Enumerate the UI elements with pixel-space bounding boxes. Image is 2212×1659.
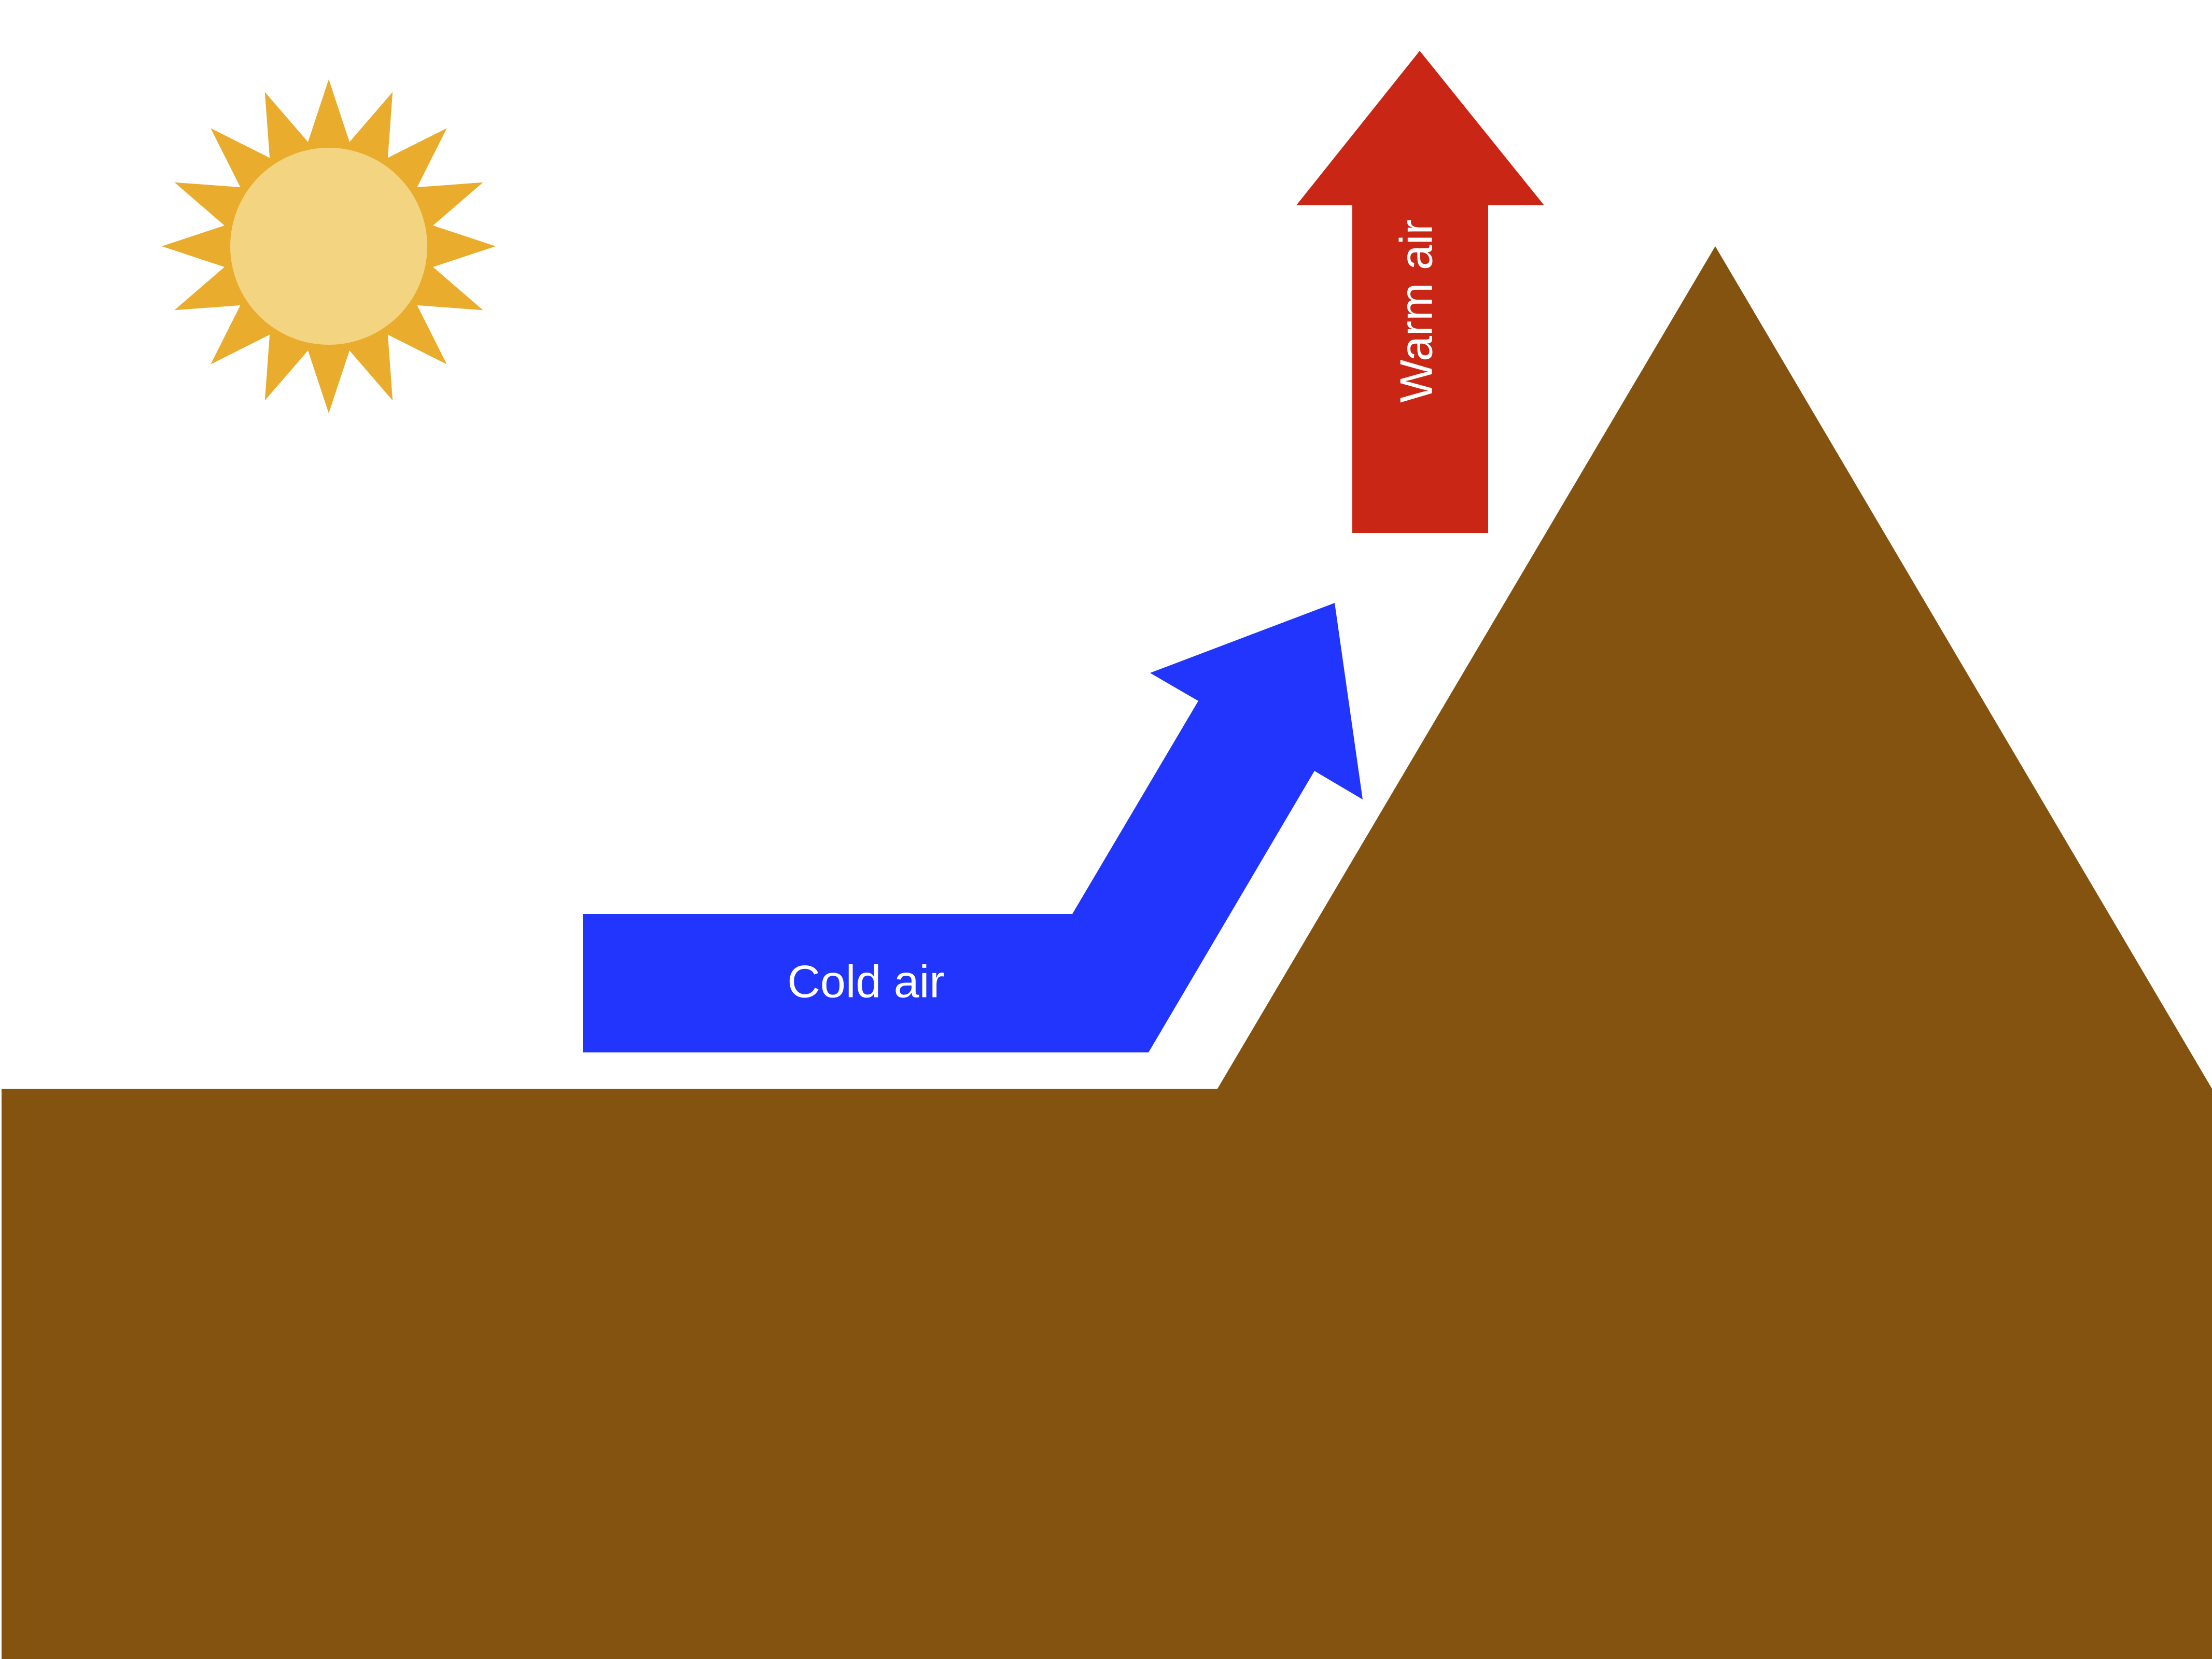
- cold-air-arrow: Cold air: [583, 603, 1363, 1052]
- cold-air-label: Cold air: [787, 955, 944, 1007]
- warm-air-arrow: Warm air: [1296, 51, 1544, 533]
- warm-air-label: Warm air: [1390, 219, 1441, 403]
- cold-air-arrow-shape: [583, 603, 1363, 1052]
- ground-mountain: [2, 246, 2212, 1659]
- warm-air-arrow-shape: [1296, 51, 1544, 533]
- sun-icon: [162, 79, 496, 413]
- sun-disc: [230, 148, 427, 345]
